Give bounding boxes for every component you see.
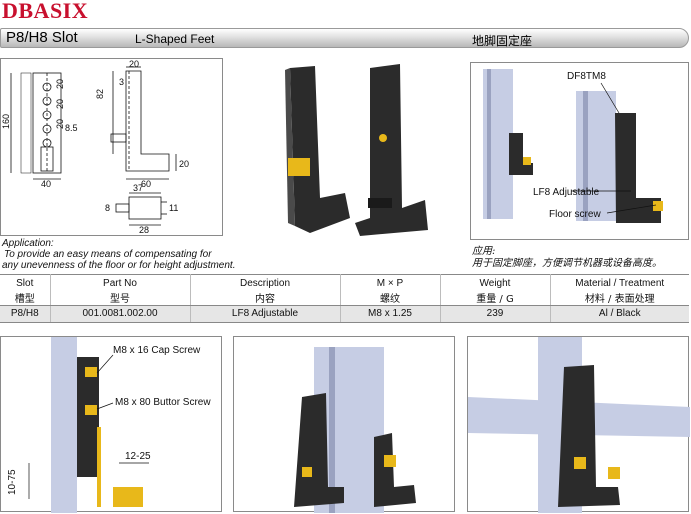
column-header-cn: 重量 / G	[440, 289, 551, 306]
column-header-cn: 螺纹	[340, 289, 441, 306]
callout-label: 12-25	[125, 451, 151, 462]
technical-drawing: 20 82 3 20 20 20 160 8.5 20 60 40 37 8 1…	[1, 59, 189, 235]
table-cell: 001.0081.002.00	[50, 305, 191, 323]
technical-drawing-panel: 20 82 3 20 20 20 160 8.5 20 60 40 37 8 1…	[0, 58, 223, 236]
callout-label: LF8 Adjustable	[533, 187, 600, 198]
dim-label: 8	[105, 203, 110, 213]
dim-label: 28	[139, 225, 149, 235]
callout-label: M8 x 16 Cap Screw	[113, 345, 201, 356]
application-line-cn: 用于固定脚座，方便调节机器或设备高度。	[472, 258, 662, 269]
dim-label: 160	[1, 114, 11, 129]
callout-label: 10-75	[7, 469, 18, 495]
column-header: Part No	[50, 274, 191, 290]
column-header-cn: 内容	[190, 289, 341, 306]
title-bar	[0, 28, 689, 48]
installation-detail-panel: M8 x 16 Cap Screw M8 x 80 Buttor Screw 1…	[0, 336, 222, 513]
table-cell: P8/H8	[0, 305, 51, 323]
application-text: Application: To provide an easy means of…	[2, 238, 235, 271]
column-header-cn: 材料 / 表面处理	[550, 289, 689, 306]
application-heading: Application:	[2, 238, 54, 249]
dim-label: 3	[119, 77, 124, 87]
dim-label: 37	[133, 183, 143, 193]
column-header: Slot	[0, 274, 51, 290]
dim-label: 82	[95, 89, 105, 99]
slot-title: P8/H8 Slot	[6, 29, 78, 46]
table-row: P8/H8 001.0081.002.00 LF8 Adjustable M8 …	[0, 305, 689, 323]
installation-detail: M8 x 16 Cap Screw M8 x 80 Buttor Screw 1…	[7, 337, 211, 513]
assembly-panel: DF8TM8 LF8 Adjustable Floor screw	[470, 62, 689, 240]
dim-label: 11	[169, 203, 178, 213]
column-header: Description	[190, 274, 341, 290]
table-cell: Al / Black	[550, 305, 689, 323]
product-title: L-Shaped Feet	[135, 32, 215, 46]
dim-label: 60	[141, 179, 151, 189]
application-line: any unevenness of the floor or for heigh…	[2, 260, 236, 271]
column-header: Weight	[440, 274, 551, 290]
dim-label: 8.5	[65, 123, 78, 133]
dim-label: 20	[179, 159, 189, 169]
dim-label: 20	[55, 119, 65, 129]
dim-label: 20	[55, 79, 65, 89]
column-header-cn: 型号	[50, 289, 191, 306]
column-header: Material / Treatment	[550, 274, 689, 290]
dim-label: 20	[55, 99, 65, 109]
application-text-cn: 应用: 用于固定脚座，方便调节机器或设备高度。	[472, 246, 662, 270]
dim-label: 40	[41, 179, 51, 189]
product-photo	[285, 64, 428, 236]
callout-label: DF8TM8	[567, 71, 606, 82]
callout-label: M8 x 80 Buttor Screw	[115, 397, 211, 408]
application-heading-cn: 应用:	[472, 246, 496, 257]
installation-photo-panel	[233, 336, 455, 513]
spec-table: Slot Part No Description M × P Weight Ma…	[0, 274, 689, 323]
application-line: To provide an easy means of compensating…	[4, 249, 212, 260]
dim-label: 20	[129, 59, 139, 69]
product-photo-panel	[250, 58, 440, 236]
frame-corner-photo	[468, 337, 690, 513]
brand-logo: DBASIX	[2, 0, 89, 23]
installation-photo	[294, 347, 416, 513]
product-title-cn: 地脚固定座	[472, 34, 533, 48]
callout-label: Floor screw	[549, 209, 601, 220]
table-cell: LF8 Adjustable	[190, 305, 341, 323]
table-cell: M8 x 1.25	[340, 305, 441, 323]
column-header-cn: 槽型	[0, 289, 51, 306]
table-cell: 239	[440, 305, 551, 323]
frame-corner-panel	[467, 336, 690, 513]
assembly-diagram: DF8TM8 LF8 Adjustable Floor screw	[483, 69, 663, 223]
column-header: M × P	[340, 274, 441, 290]
